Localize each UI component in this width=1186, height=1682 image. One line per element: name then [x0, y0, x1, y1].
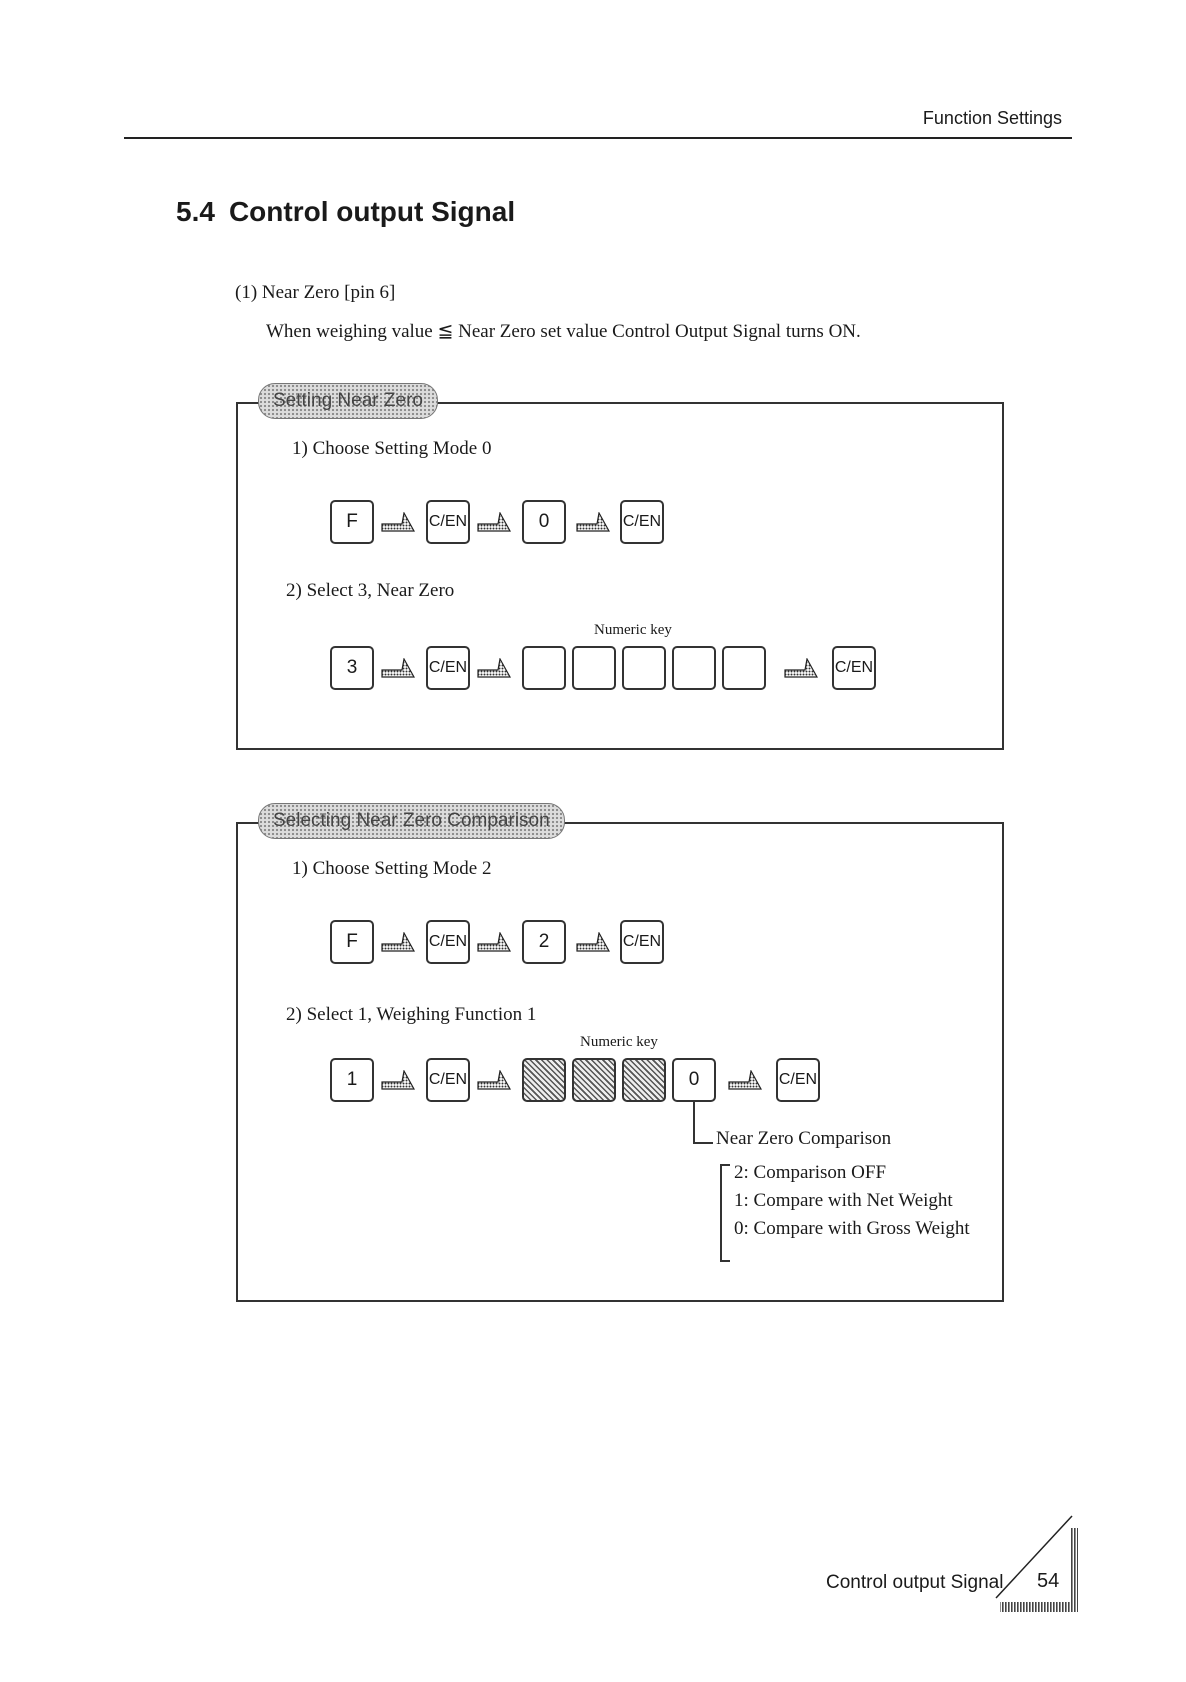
arrow-icon [784, 658, 818, 678]
key-1: 1 [330, 1058, 374, 1102]
arrow-icon [381, 658, 415, 678]
arrow-icon [381, 1070, 415, 1090]
numeric-key-label: Numeric key [580, 1034, 658, 1050]
numeric-key-slot [672, 646, 716, 690]
option-comparison-off: 2: Comparison OFF [734, 1162, 887, 1183]
arrow-icon [477, 512, 511, 532]
near-zero-comparison-label: Near Zero Comparison [716, 1128, 892, 1149]
hatched-key-slot [522, 1058, 566, 1102]
key-cen: C/EN [426, 646, 470, 690]
callout-line [693, 1102, 695, 1144]
key-cen: C/EN [426, 1058, 470, 1102]
page-corner-graphic [995, 1515, 1078, 1612]
numeric-key-slot [522, 646, 566, 690]
arrow-icon [381, 932, 415, 952]
key-cen: C/EN [620, 920, 664, 964]
section-number: 5.4 [176, 196, 215, 227]
setting-near-zero-panel: Setting Near Zero 1) Choose Setting Mode… [236, 383, 1004, 750]
key-0: 0 [672, 1058, 716, 1102]
selecting-near-zero-comparison-panel: Selecting Near Zero Comparison 1) Choose… [236, 803, 1004, 1302]
hatched-key-slot [572, 1058, 616, 1102]
page-title: 5.4 Control output Signal [176, 196, 515, 228]
arrow-icon [381, 512, 415, 532]
option-gross-weight: 0: Compare with Gross Weight [734, 1218, 970, 1239]
key-cen: C/EN [426, 500, 470, 544]
arrow-icon [576, 512, 610, 532]
step1-label: 1) Choose Setting Mode 2 [292, 858, 492, 879]
numeric-key-label: Numeric key [594, 622, 672, 638]
arrow-icon [576, 932, 610, 952]
key-0: 0 [522, 500, 566, 544]
hatched-key-slot [622, 1058, 666, 1102]
running-header: Function Settings [922, 108, 1062, 128]
options-bracket [720, 1164, 730, 1262]
section-title: Control output Signal [228, 196, 516, 227]
key-cen: C/EN [832, 646, 876, 690]
near-zero-heading: (1) Near Zero [pin 6] [235, 282, 396, 303]
key-f: F [330, 500, 374, 544]
step1-label: 1) Choose Setting Mode 0 [292, 438, 492, 459]
page-number: 54 [1037, 1570, 1060, 1592]
arrow-icon [728, 1070, 762, 1090]
arrow-icon [477, 658, 511, 678]
running-footer: Control output Signal [826, 1572, 1004, 1593]
arrow-icon [477, 932, 511, 952]
numeric-key-slot [722, 646, 766, 690]
step2-label: 2) Select 1, Weighing Function 1 [286, 1004, 537, 1025]
panel-tab-label: Setting Near Zero [258, 383, 438, 419]
near-zero-description: When weighing value ≦ Near Zero set valu… [266, 321, 861, 342]
key-cen: C/EN [776, 1058, 820, 1102]
key-cen: C/EN [620, 500, 664, 544]
key-2: 2 [522, 920, 566, 964]
panel-tab-label: Selecting Near Zero Comparison [258, 803, 565, 839]
arrow-icon [477, 1070, 511, 1090]
numeric-key-slot [572, 646, 616, 690]
step2-label: 2) Select 3, Near Zero [286, 580, 455, 601]
key-cen: C/EN [426, 920, 470, 964]
key-3: 3 [330, 646, 374, 690]
header-rule [124, 137, 1072, 139]
callout-line [693, 1142, 713, 1144]
key-f: F [330, 920, 374, 964]
option-net-weight: 1: Compare with Net Weight [734, 1190, 953, 1211]
numeric-key-slot [622, 646, 666, 690]
